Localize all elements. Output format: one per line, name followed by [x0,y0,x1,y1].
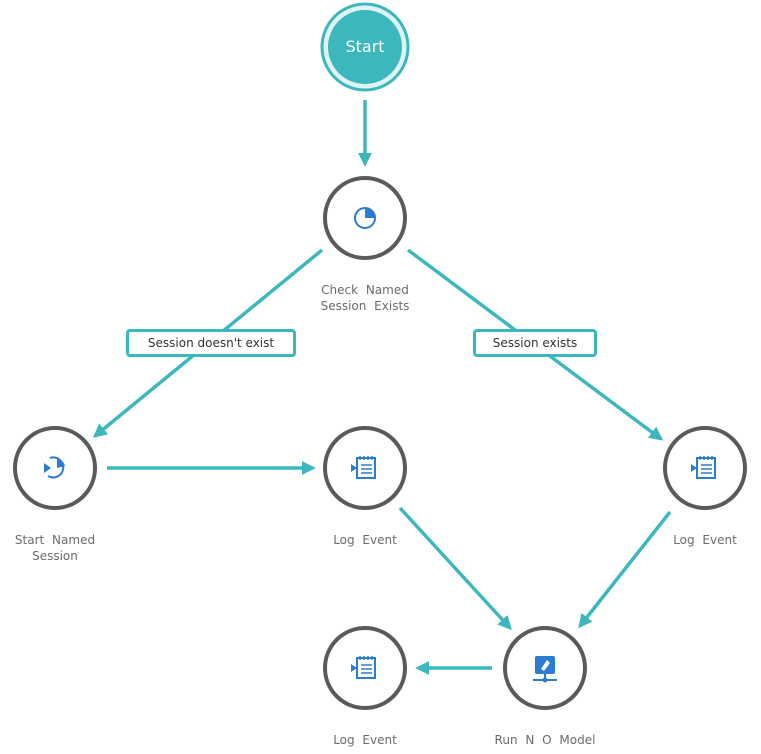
edge-log-right-to-run-model[interactable] [578,510,672,629]
log-event-center-label: Log Event [333,533,397,547]
run-model-label: Run N O Model [494,733,596,747]
log-event-bottom-node[interactable] [323,626,407,710]
start-session-node[interactable] [13,426,97,510]
timer-icon [354,207,376,229]
log-event-bottom-label: Log Event [333,733,397,747]
edge-log-center-to-run-model[interactable] [398,506,512,631]
notepad-icon [351,456,376,479]
log-event-center-node[interactable] [323,426,407,510]
start-session-label: Start Named Session [14,533,96,563]
log-event-right-node[interactable] [663,426,747,510]
run-model-node[interactable] [503,626,587,710]
notepad-icon [351,656,376,679]
start-label: Start [345,37,385,56]
model-icon [533,656,557,683]
edge-label-session-exists: Session exists [473,329,597,357]
check-session-node[interactable] [323,176,407,260]
check-session-label: Check Named Session Exists [320,283,410,313]
log-event-right-label: Log Event [673,533,737,547]
notepad-icon [691,456,716,479]
edge-label-session-not-exist: Session doesn't exist [126,329,296,357]
start-node[interactable] [320,2,410,92]
session-start-icon [44,456,65,479]
